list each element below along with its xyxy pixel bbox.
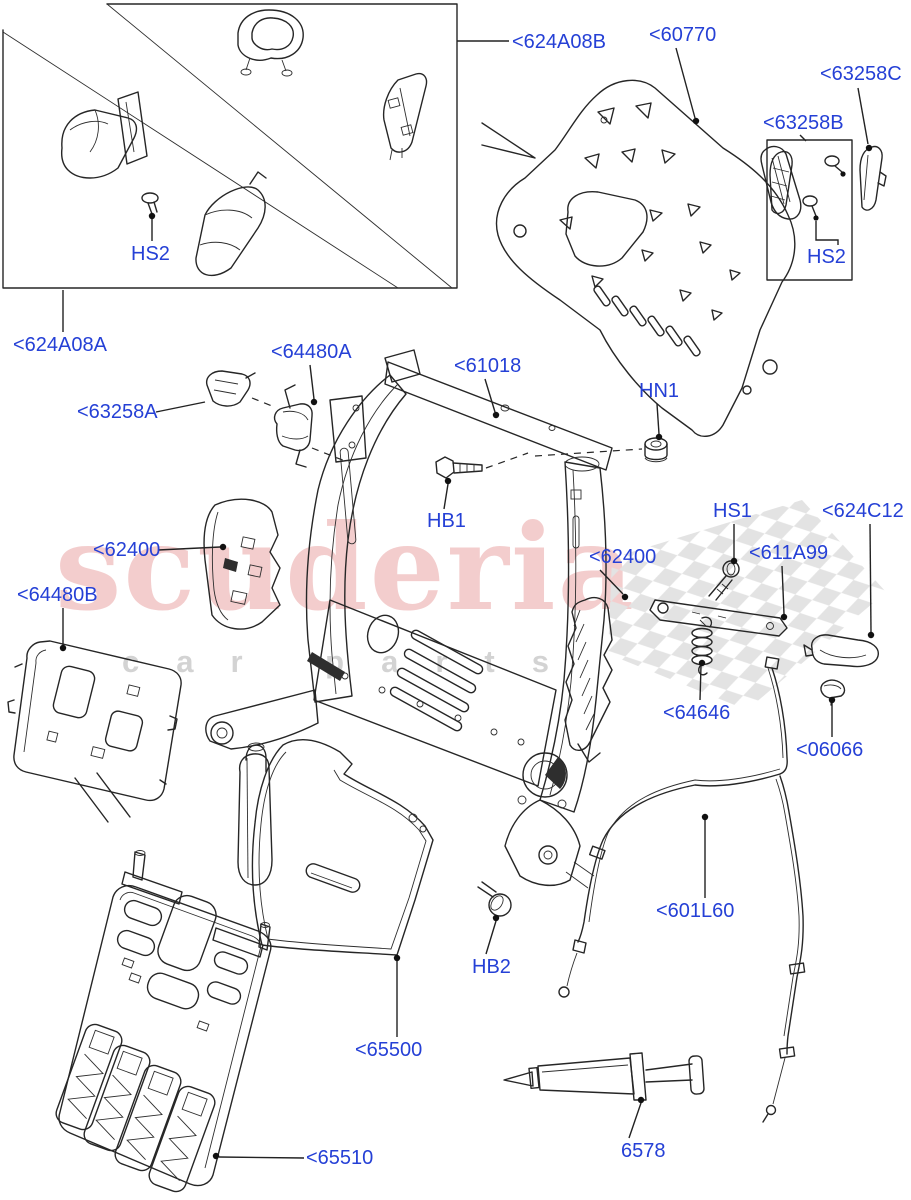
leader-line-62400-left [157,546,221,551]
part-label-611A99[interactable]: <611A99 [749,542,829,564]
part-frame-lower-arm [504,799,595,889]
part-label-624C12[interactable]: <624C12 [822,500,904,522]
part-624C12-cap [803,634,879,668]
leader-line-63258B [799,134,807,142]
part-62400-right-trim [564,596,613,763]
leader-dot-62400-right [621,593,629,601]
part-label-65510[interactable]: <65510 [306,1147,374,1169]
part-label-64480A[interactable]: <64480A [271,341,352,363]
leader-dot-64646 [698,659,706,667]
part-label-64646[interactable]: <64646 [663,702,731,724]
part-label-HB2[interactable]: HB2 [472,956,511,978]
part-label-65500[interactable]: <65500 [355,1039,423,1061]
leader-dot-65500 [393,954,401,962]
leader-line-65510 [218,1156,305,1159]
leader-line-6578 [628,1102,642,1139]
part-60770-backboard [495,79,802,437]
part-HN1-nut [644,437,668,463]
leader-line-HS2-right [815,221,839,245]
watermark-brand: scuderia [55,498,637,637]
part-label-61018[interactable]: <61018 [454,355,522,377]
part-label-60770[interactable]: <60770 [649,24,717,46]
part-label-601L60[interactable]: <601L60 [656,900,735,922]
part-label-624A08A[interactable]: <624A08A [13,334,107,356]
leader-line-62400-right [599,569,624,595]
leader-line-HB2 [485,920,497,955]
leader-dot-624C12 [867,631,875,639]
part-63258B-kit [766,139,853,281]
part-64480B-bracket-panel [7,640,182,823]
inset-callout-box [2,3,536,289]
leader-dot-HS1 [730,557,738,565]
part-label-63258A[interactable]: <63258A [77,401,158,423]
part-label-63258B[interactable]: <63258B [763,112,844,134]
part-HB1-bolt [435,456,483,479]
leader-dot-60770 [692,117,700,125]
part-guide-bracket [382,72,428,161]
leader-dot-62400-left [219,543,227,551]
leader-dot-HS2-left [148,212,156,220]
part-label-HS2-right[interactable]: HS2 [807,246,846,268]
leader-line-624C12 [869,523,872,633]
leader-dot-64480B [59,644,67,652]
part-label-06066[interactable]: <06066 [796,739,864,761]
part-63258A-cap [205,370,256,407]
part-65510-spring-panel [55,850,272,1193]
part-label-HS1[interactable]: HS1 [713,500,752,522]
part-label-HS2-left[interactable]: HS2 [131,243,170,265]
part-61018-frame [205,349,643,889]
leader-line-611A99 [781,565,785,615]
leader-line-61018 [484,378,496,413]
part-65510-spring-columns [55,1023,216,1193]
checkered-flag-watermark [608,500,886,710]
leader-lines-layer [59,40,875,1160]
part-label-624A08B[interactable]: <624A08B [512,31,606,53]
leader-dot-HN1 [655,433,663,441]
part-label-HN1[interactable]: HN1 [639,380,680,402]
leader-dot-06066 [828,696,836,704]
leader-dot-611A99 [780,613,788,621]
part-60770-vent-slats [593,285,701,357]
part-frame-cylinder [237,742,273,886]
part-64480A-latch [251,384,367,468]
part-611A99-bracket [649,599,788,637]
part-label-62400-right[interactable]: <62400 [589,546,657,568]
part-label-HB1[interactable]: HB1 [427,510,466,532]
leader-line-63258C [857,87,869,145]
part-label-6578[interactable]: 6578 [621,1140,666,1162]
part-headrest-guide-left [60,91,148,179]
part-63258C-strip [859,145,887,211]
part-HB2-bolt [477,881,512,917]
part-60770-cutouts [559,102,741,321]
leader-line-HN1 [656,403,660,435]
leader-line-63258A [155,401,206,413]
part-label-62400-left[interactable]: <62400 [93,539,161,561]
part-headrest-guide-right [195,171,267,277]
leader-dot-HB2 [492,914,500,922]
part-headrest-bezel [237,9,304,77]
part-headrest-guide-screw [141,192,159,215]
leader-line-64480A [309,364,315,400]
leader-dot-64480A [310,398,318,406]
leader-dot-65510 [212,1152,220,1160]
part-62400-left-trim [203,498,281,630]
leader-line-60770 [675,47,696,119]
part-601L60-cable [558,656,806,1123]
leader-dot-63258C [865,144,873,152]
part-65500-cover [251,738,434,956]
leader-dot-601L60 [701,813,709,821]
leader-line-HB1 [443,483,449,510]
part-6578-syringe [503,1052,705,1101]
part-label-63258C[interactable]: <63258C [820,63,902,85]
part-recliner-mechanism [517,752,568,809]
leader-line-64646 [699,665,702,701]
leader-dot-61018 [492,411,500,419]
part-label-64480B[interactable]: <64480B [17,584,98,606]
leader-dot-HB1 [444,477,452,485]
leader-dot-6578 [637,1096,645,1104]
